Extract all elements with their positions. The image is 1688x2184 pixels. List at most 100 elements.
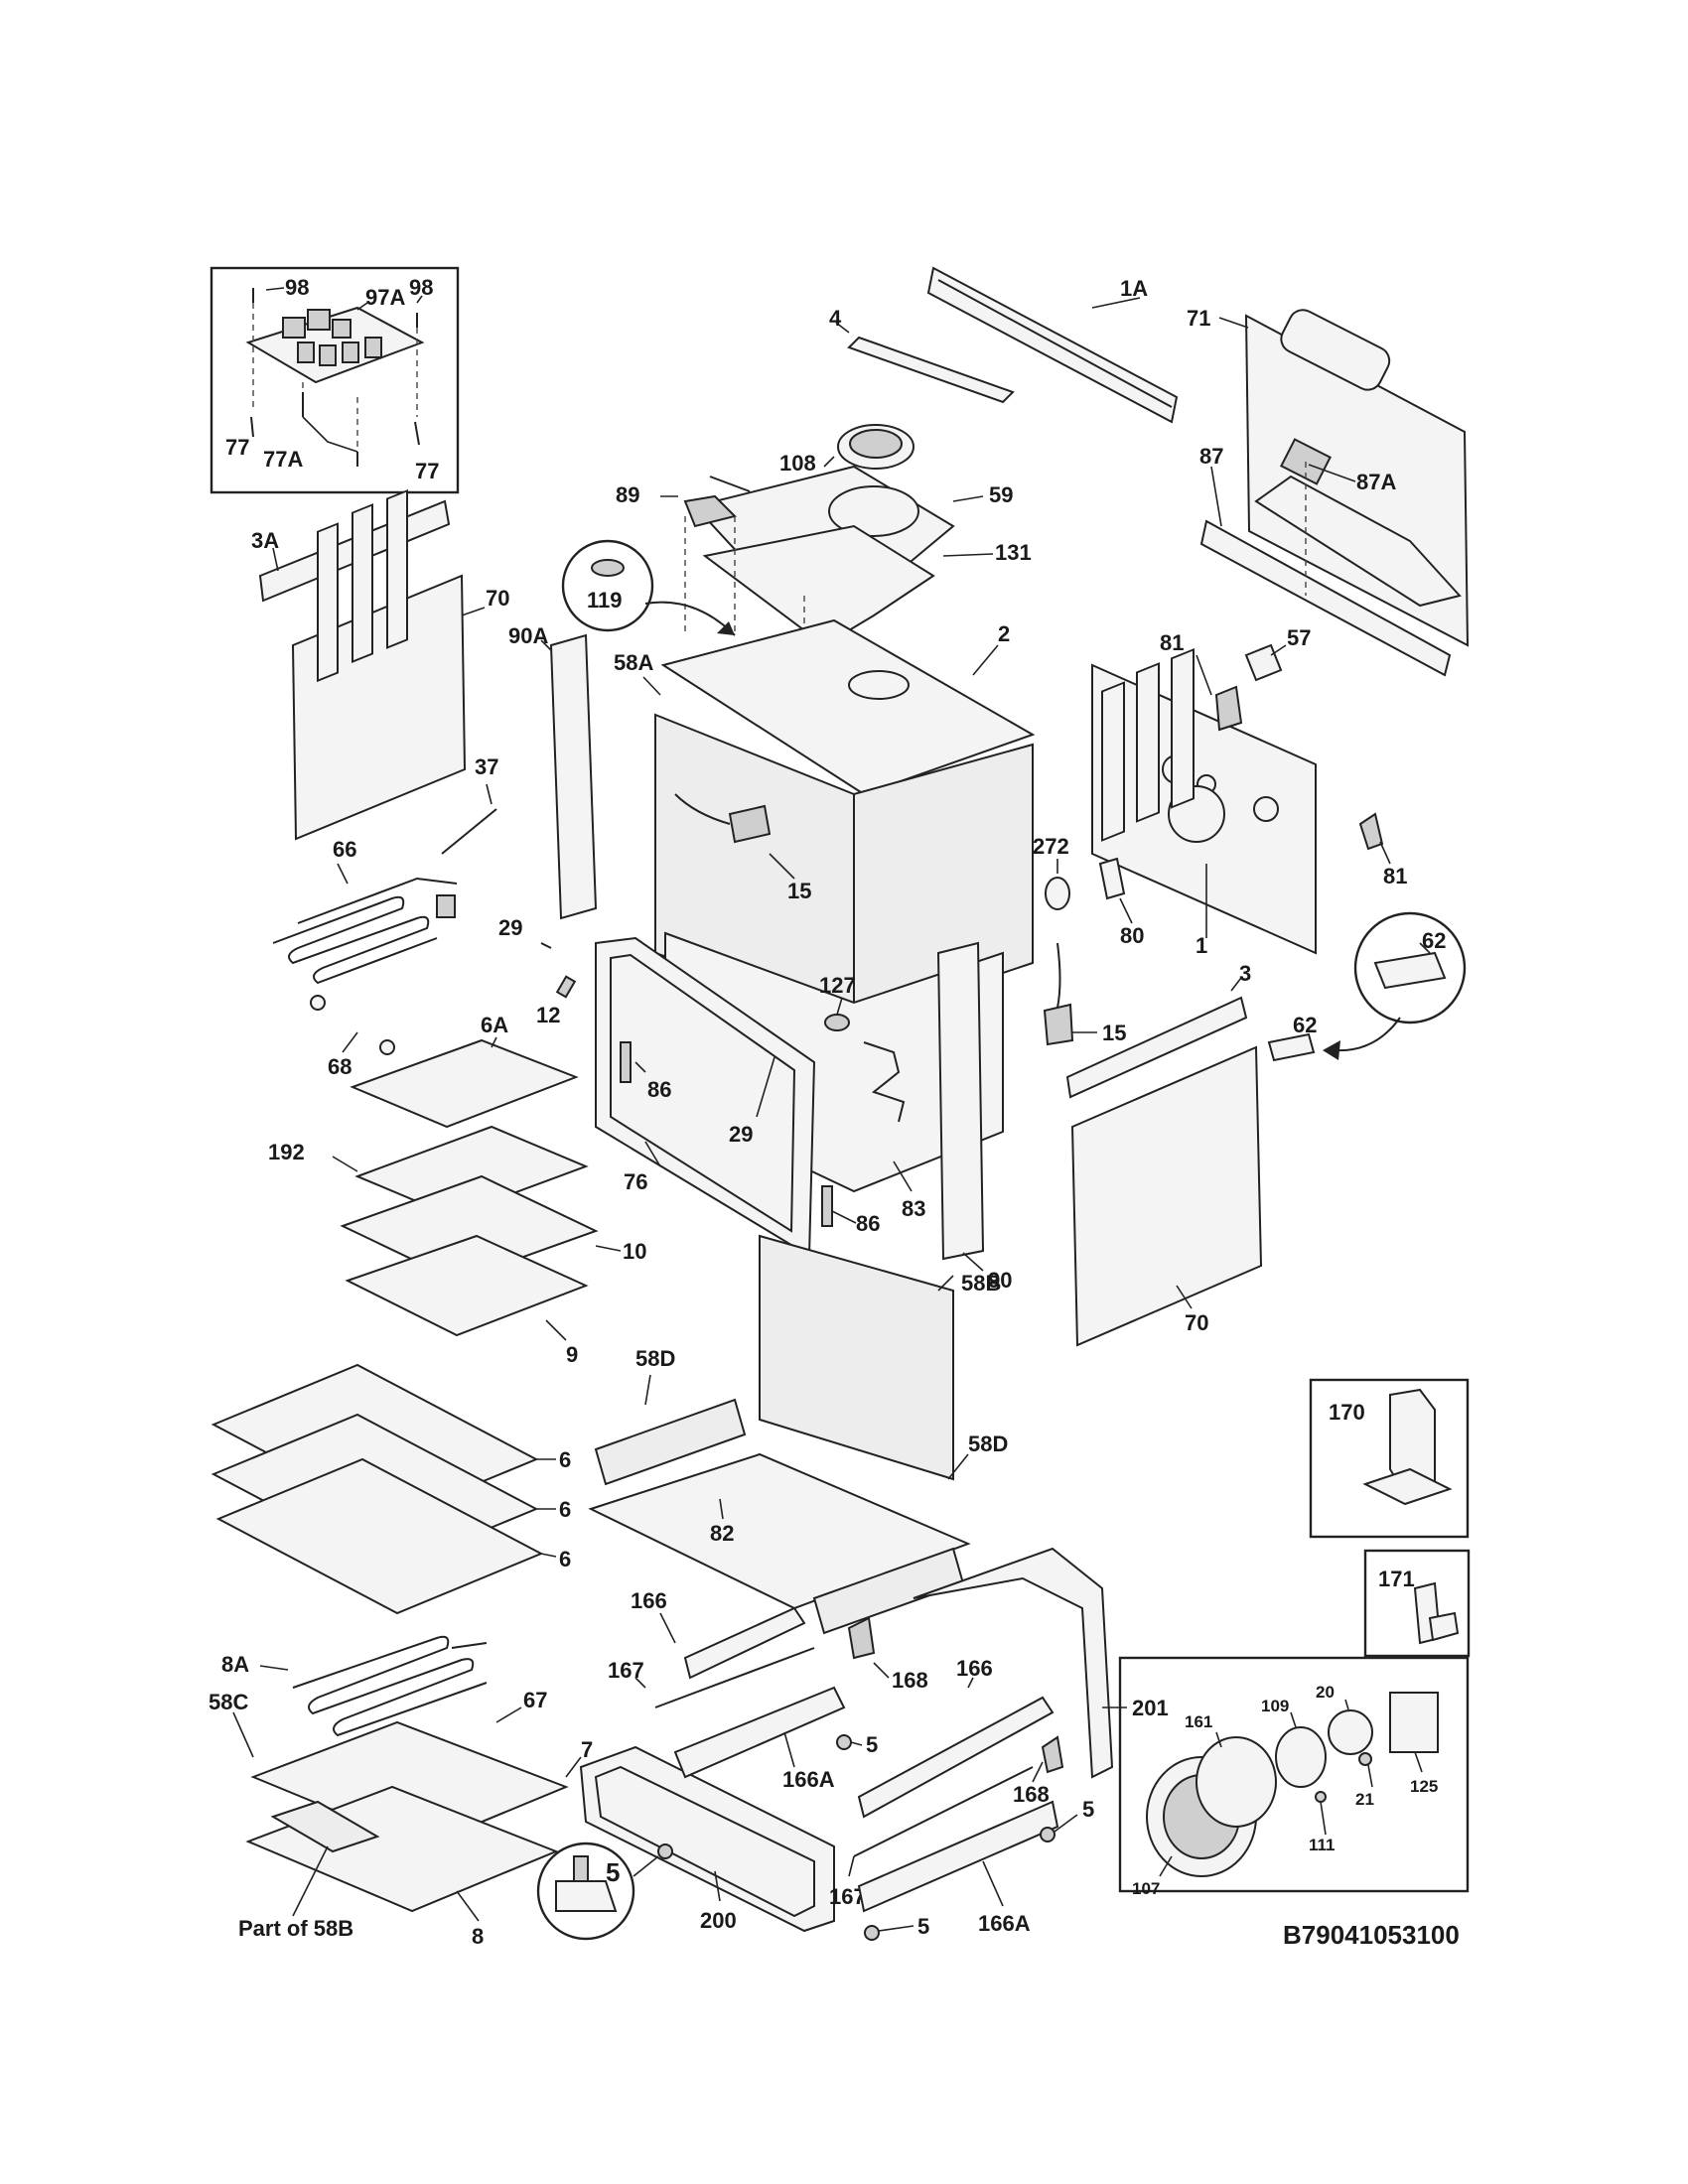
standoff-77-left — [250, 416, 254, 438]
clamp-80 — [1098, 857, 1126, 900]
callout-8: 8 — [472, 1924, 484, 1949]
callout-83: 83 — [902, 1196, 925, 1221]
callout-77: 77 — [225, 435, 249, 460]
callout-3: 3 — [1239, 961, 1251, 986]
callout-170: 170 — [1329, 1400, 1365, 1425]
disc-20 — [1328, 1709, 1373, 1755]
callout-58D: 58D — [968, 1432, 1008, 1456]
callout-20: 20 — [1316, 1683, 1335, 1702]
callout-70: 70 — [486, 586, 509, 611]
clip-57 — [1244, 643, 1283, 682]
rail-166A-lower — [857, 1800, 1059, 1913]
left-side-panel-group: 3A 70 — [251, 488, 509, 841]
callout-108: 108 — [779, 451, 816, 476]
terminal-block-62-small — [1267, 1032, 1316, 1062]
rod-167 — [654, 1647, 815, 1708]
top-panel-2 — [660, 618, 1036, 796]
callout-77A: 77A — [263, 447, 303, 472]
leveler-5-d — [657, 1843, 673, 1859]
thermostat-119: 119 — [561, 539, 736, 636]
callout-107: 107 — [1132, 1879, 1160, 1898]
fan-blade-109 — [1275, 1726, 1327, 1788]
strip-90 — [936, 941, 985, 1261]
callout-109: 109 — [1261, 1697, 1289, 1715]
terminal-block-62 — [1373, 951, 1447, 990]
side-frame-201 — [913, 1547, 1114, 1779]
callout-59: 59 — [989, 482, 1013, 507]
callout-21: 21 — [1355, 1790, 1374, 1809]
screw-111 — [1315, 1791, 1327, 1803]
sensor-127 — [824, 1014, 850, 1031]
callout-68: 68 — [328, 1054, 352, 1079]
callout-81: 81 — [1160, 630, 1184, 655]
rail-1A — [926, 266, 1179, 424]
callout-167: 167 — [608, 1658, 644, 1683]
callout-192: 192 — [268, 1140, 305, 1164]
callout-98: 98 — [285, 275, 309, 300]
broil-element-66 — [272, 895, 438, 985]
callout-80: 80 — [1120, 923, 1144, 948]
callout-8A: 8A — [221, 1652, 249, 1677]
callout-12: 12 — [536, 1003, 560, 1027]
inset-frame-fan — [1118, 1656, 1470, 1893]
inset-frame-171 — [1363, 1549, 1471, 1658]
bottom-frame-82 — [588, 1452, 971, 1610]
top-panels-group: 4 1A 108 89 59 131 — [616, 266, 1179, 715]
callout-58A: 58A — [614, 650, 653, 675]
callout-200: 200 — [700, 1908, 737, 1933]
rail-3 — [1065, 996, 1248, 1099]
callout-125: 125 — [1410, 1777, 1438, 1796]
convection-fan-inset: 161 109 20 21 125 111 107 — [1118, 1656, 1470, 1898]
callout-9: 9 — [566, 1342, 578, 1367]
callout-77: 77 — [415, 459, 439, 483]
callout-127: 127 — [819, 973, 856, 998]
callout-89: 89 — [616, 482, 639, 507]
probe-15-right — [1043, 1003, 1074, 1046]
callout-62: 62 — [1422, 928, 1446, 953]
insulation-part-of-58B — [270, 1800, 380, 1853]
light-272 — [1045, 877, 1070, 910]
callout-2: 2 — [998, 621, 1010, 646]
callout-62: 62 — [1293, 1013, 1317, 1037]
bracket-81 — [1214, 685, 1243, 732]
callout-29: 29 — [729, 1122, 753, 1147]
callout-5: 5 — [866, 1732, 878, 1757]
callout-166: 166 — [631, 1588, 667, 1613]
oven-racks-group: 6 6 6 — [211, 1363, 571, 1615]
callout-5: 5 — [1082, 1797, 1094, 1822]
rack-and-pan-group: 6A 192 10 9 — [268, 1013, 646, 1367]
callout-90: 90 — [988, 1268, 1012, 1293]
rack-6A — [350, 1038, 579, 1129]
callout-58B: 58B — [961, 1271, 1001, 1296]
callout-201: 201 — [1132, 1696, 1169, 1720]
callout-111: 111 — [1309, 1836, 1336, 1854]
callout-166A: 166A — [978, 1911, 1031, 1936]
leveler-5-b — [1040, 1827, 1055, 1843]
callout-1: 1 — [1196, 933, 1207, 958]
callout-5: 5 — [606, 1857, 620, 1887]
bracket-171-inset: 171 — [1363, 1549, 1471, 1658]
slide-166-right — [857, 1696, 1055, 1819]
side-panel-70-right — [1070, 1045, 1263, 1347]
callout-86: 86 — [647, 1077, 671, 1102]
part-of-58B-label: Part of 58B — [238, 1916, 353, 1941]
leveler-5-a — [836, 1734, 852, 1750]
oven-cavity-group: 90A 2 58A 15 76 127 29 86 86 83 — [508, 618, 1126, 1293]
callout-272: 272 — [1033, 834, 1069, 859]
callout-87: 87 — [1199, 444, 1223, 469]
callout-58C: 58C — [209, 1690, 248, 1714]
insulation-58B — [759, 1234, 954, 1481]
probe-15 — [728, 804, 772, 844]
bracket-81-right — [1358, 812, 1384, 851]
insulation-58D-left — [594, 1398, 747, 1486]
broil-pan-9 — [345, 1234, 589, 1337]
drawer-group: 200 166A 167 166 168 166 201 168 167 166… — [536, 1547, 1169, 1941]
callout-168: 168 — [1013, 1782, 1050, 1807]
bake-element-group: 8A 67 7 58C Part of 58B 8 — [209, 1635, 593, 1949]
drawing-number: B79041053100 — [1283, 1920, 1460, 1950]
callout-58D: 58D — [635, 1346, 675, 1371]
callout-90A: 90A — [508, 623, 548, 648]
callout-171: 171 — [1378, 1567, 1415, 1591]
fan-housing-161 — [1196, 1736, 1277, 1828]
